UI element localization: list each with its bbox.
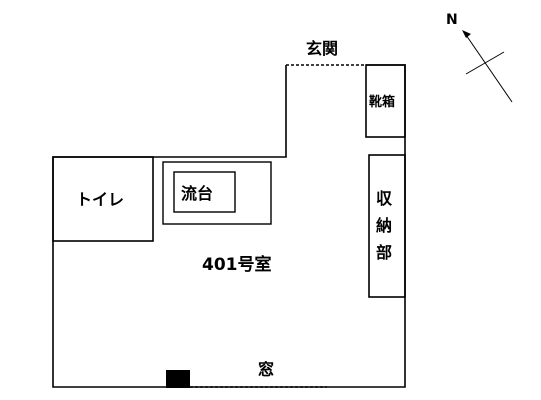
storage-closet [368,154,406,298]
compass-axis-line [463,31,513,103]
compass-north-label: N [446,12,458,28]
storage-label-line-2: 納 [376,216,392,235]
sink-basin [173,171,236,213]
storage-label-line-3: 部 [376,243,392,262]
sink-label: 流台 [181,184,213,203]
compass-cross-line [465,51,505,75]
shoe-box [365,64,406,138]
north-compass: N [446,12,513,103]
north-arrow-icon [462,30,471,38]
storage-label-line-1: 収 [376,189,393,208]
shoe-box-label: 靴箱 [369,94,395,110]
toilet-room [52,156,154,242]
window-label: 窓 [258,360,274,379]
room-label: 401号室 [202,254,272,275]
sink-counter [162,161,272,225]
pillar [166,370,190,388]
entrance-label: 玄関 [306,39,338,58]
outer-walls [52,64,406,388]
toilet-label: トイレ [76,190,124,209]
